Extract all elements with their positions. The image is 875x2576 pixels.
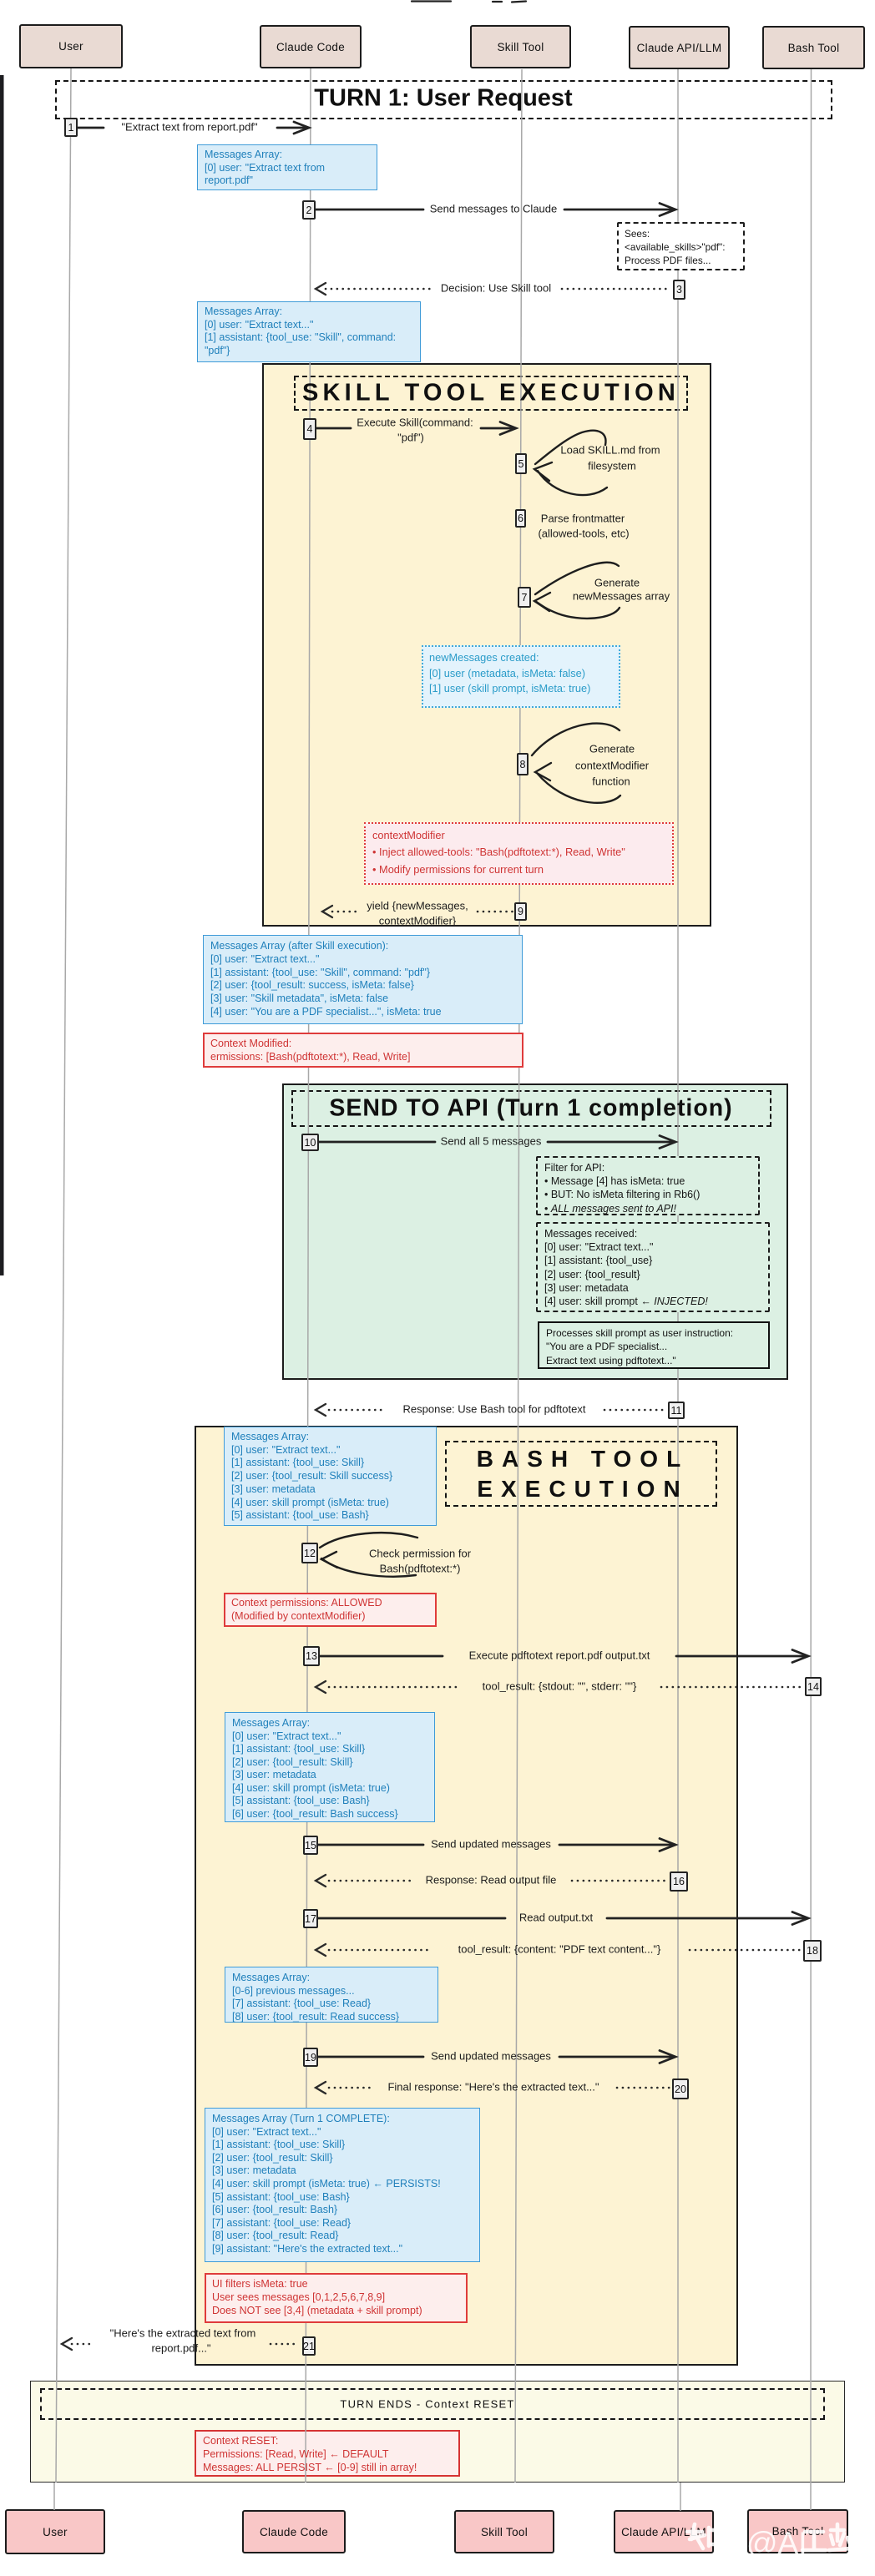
svg-text:@AI: @AI <box>746 2526 807 2560</box>
